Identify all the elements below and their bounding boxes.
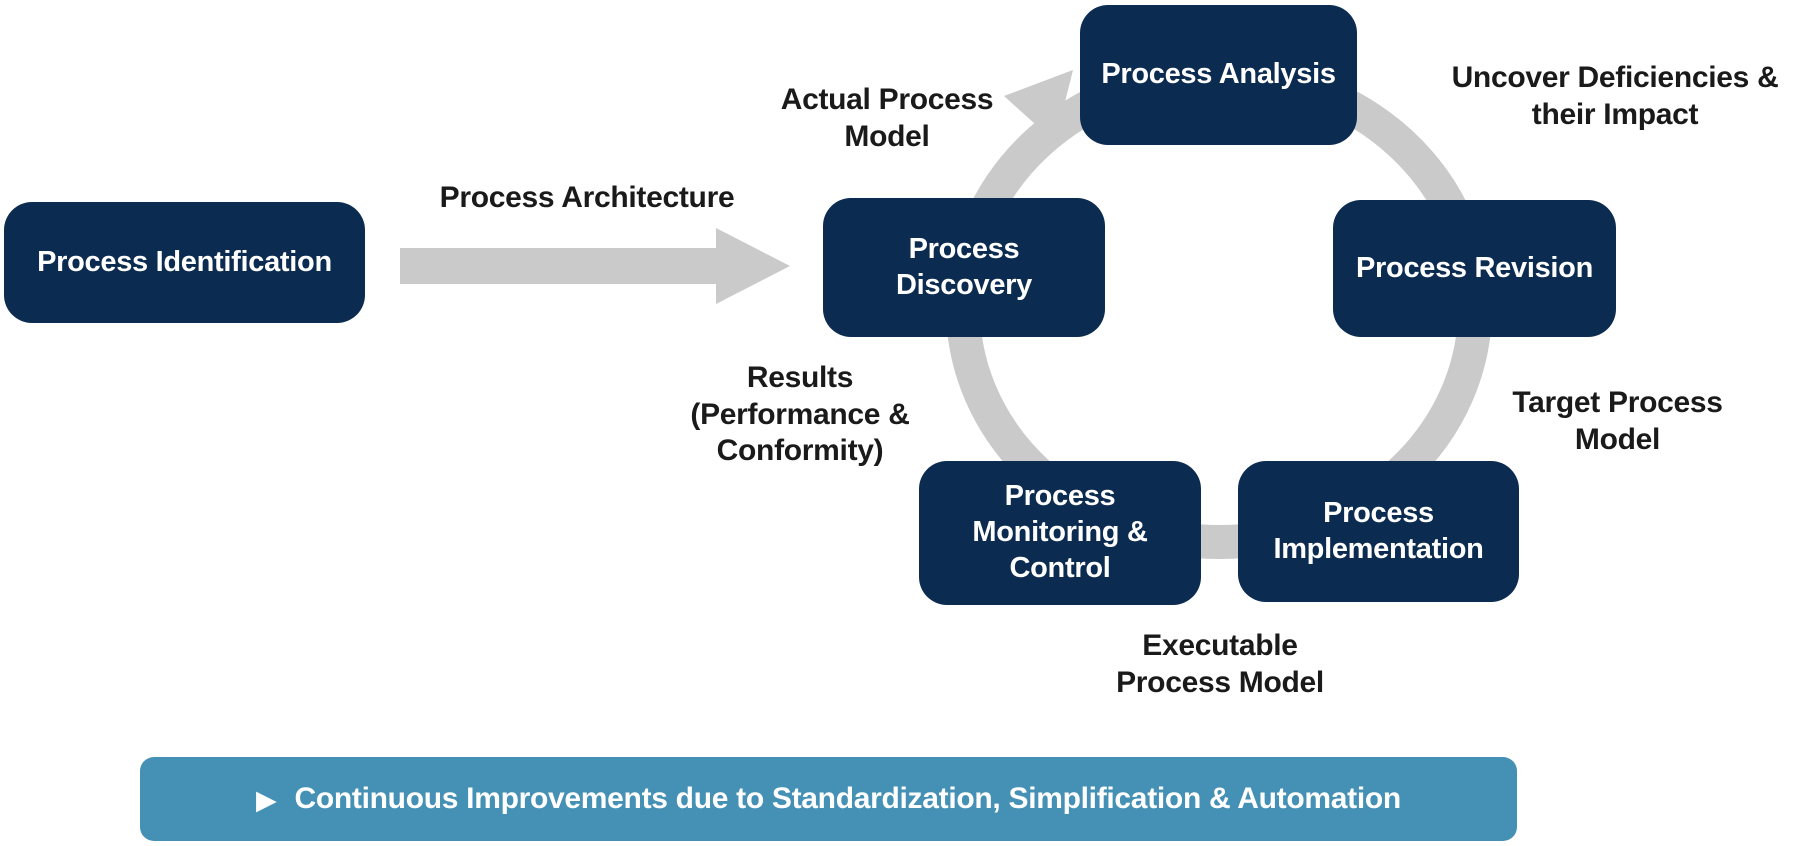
process-discovery-box: Process Discovery <box>823 198 1105 337</box>
actual-process-model-label: Actual Process Model <box>780 83 994 153</box>
process-implementation-box: Process Implementation <box>1238 461 1519 602</box>
process-monitoring-control-box: Process Monitoring & Control <box>919 461 1201 605</box>
continuous-improvement-banner: ▶ Continuous Improvements due to Standar… <box>140 757 1517 841</box>
play-icon: ▶ <box>256 784 277 816</box>
uncover-deficiencies-label: Uncover Deficiencies & their Impact <box>1451 61 1779 131</box>
process-identification-box: Process Identification <box>4 202 365 323</box>
process-revision-box: Process Revision <box>1333 200 1616 337</box>
executable-process-model-label: Executable Process Model <box>1116 629 1324 699</box>
process-architecture-label: Process Architecture <box>439 181 735 214</box>
continuous-improvement-banner-text: Continuous Improvements due to Standardi… <box>294 782 1402 815</box>
results-performance-conformity-label: Results (Performance & Conformity) <box>690 361 910 468</box>
process-architecture-arrow-icon <box>400 228 790 304</box>
target-process-model-label: Target Process Model <box>1512 386 1723 456</box>
process-analysis-box: Process Analysis <box>1080 5 1357 145</box>
